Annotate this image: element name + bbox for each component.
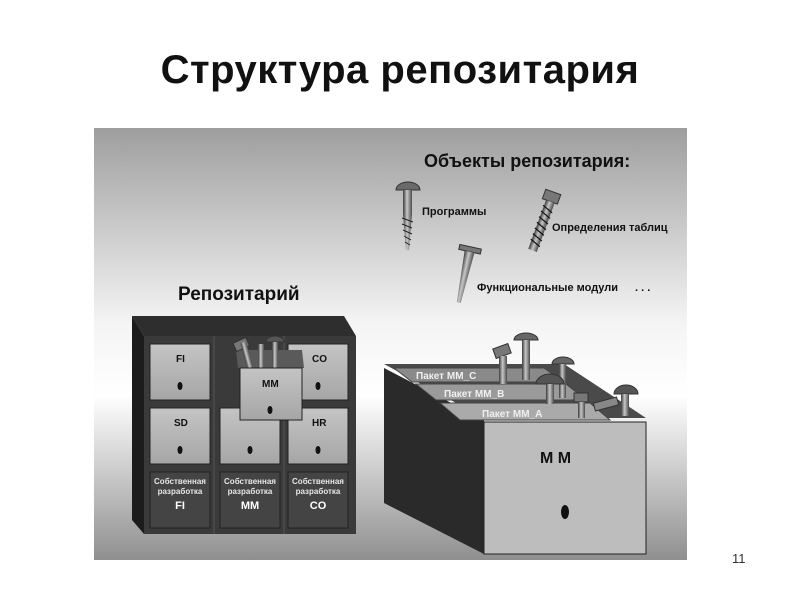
drawer-label-fi: FI [176,354,185,365]
object-function-modules-label: Функциональные модули [477,282,618,294]
object-tables-label: Определения таблиц [552,222,668,234]
own-dev-caption-fi-2: разработка [158,487,203,496]
object-programs-label: Программы [422,206,486,218]
package-a-label: Пакет MM_A [482,409,542,420]
package-box-label: M M [540,450,571,467]
package-c-label: Пакет MM_C [416,371,476,382]
own-dev-module-co: CO [310,500,327,512]
drawer-fi [150,344,210,400]
own-dev-caption-fi-1: Собственная [154,477,206,486]
own-dev-caption-co-2: разработка [296,487,341,496]
drawer-label-hr: HR [312,418,327,429]
page-number: 11 [732,551,746,566]
own-dev-caption-co-1: Собственная [292,477,344,486]
own-dev-module-fi: FI [175,500,185,512]
own-dev-caption-mm-1: Собственная [224,477,276,486]
open-drawer-label: MM [262,379,279,390]
drawer-label-sd: SD [174,418,188,429]
objects-ellipsis: . . . [635,282,650,294]
own-dev-module-mm: MM [241,500,259,512]
objects-heading: Объекты репозитария: [424,151,630,171]
own-dev-caption-mm-2: разработка [228,487,273,496]
repository-heading: Репозитарий [178,284,300,305]
repository-cabinet: FI CO SD HR Собственная разработка Собст… [132,316,356,534]
drawer-sd [150,408,210,464]
slide-title: Структура репозитария [0,48,800,93]
package-b-label: Пакет MM_B [444,389,504,400]
package-box-handle [561,505,569,519]
drawer-label-co: CO [312,354,327,365]
diagram-panel: Объекты репозитария: Программы Определен… [94,128,687,560]
